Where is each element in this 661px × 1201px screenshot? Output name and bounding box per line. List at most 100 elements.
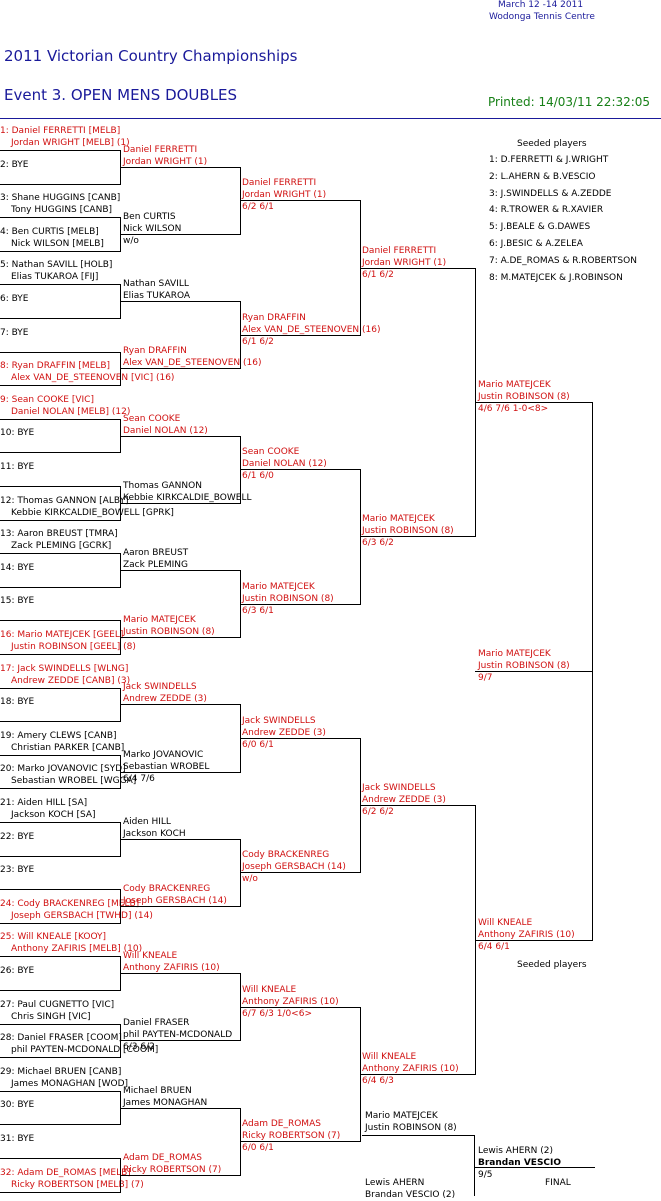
final-winner-line — [362, 1135, 474, 1136]
r1-player-1: 28: Daniel FRASER [COOM] — [0, 1033, 122, 1044]
r1-line — [0, 990, 120, 991]
r1-line — [0, 754, 120, 756]
r2-line — [120, 1174, 240, 1176]
r1-player-1: 5: Nathan SAVILL [HOLB] — [0, 260, 113, 271]
r5-score: 4/6 7/6 1-0<8> — [478, 404, 549, 414]
r4-score: 6/2 6/2 — [362, 807, 394, 818]
r1-player-2: Tony HUGGINS [CANB] — [11, 205, 112, 216]
r4-player-2: Anthony ZAFIRIS (10) — [362, 1064, 459, 1074]
r1-line — [0, 586, 120, 588]
r1-player-1: 25: Will KNEALE [KOOY] — [0, 932, 107, 943]
r4-score: 6/4 6/3 — [362, 1076, 394, 1086]
r1-player-1: 3: Shane HUGGINS [CANB] — [0, 193, 121, 204]
final-runner-player-1: Lewis AHERN (2) — [478, 1146, 554, 1156]
r1-player-1: 19: Amery CLEWS [CANB] — [0, 730, 117, 741]
r6-player-2: Justin ROBINSON (8) — [478, 660, 570, 671]
seed-item: 5: J.BEALE & G.DAWES — [489, 222, 591, 233]
r1-player-1: 2: BYE — [0, 159, 29, 170]
r2-player-2: Elias TUKAROA — [123, 291, 191, 302]
r2-player-1: Michael BRUEN — [123, 1085, 192, 1096]
r2-line — [120, 1040, 240, 1042]
r1-player-1: 7: BYE — [0, 327, 29, 338]
r1-player-2: Justin ROBINSON [GEEL] (8) — [11, 642, 136, 652]
r2-line — [120, 771, 240, 773]
r4-line — [360, 1074, 475, 1075]
r4-player-1: Jack SWINDELLS — [362, 783, 436, 794]
r2-player-2: James MONAGHAN — [123, 1097, 208, 1108]
r1-line — [0, 284, 120, 286]
r2-line — [120, 704, 240, 706]
r3-line — [240, 738, 360, 739]
r5-player-1: Will KNEALE — [478, 917, 533, 928]
r2-line — [120, 1107, 240, 1109]
r1-player-1: 10: BYE — [0, 428, 35, 439]
r1-line — [0, 1191, 120, 1193]
r2-line — [120, 637, 240, 639]
r1-player-1: 11: BYE — [0, 462, 35, 472]
r1-player-2: Andrew ZEDDE [CANB] (3) — [11, 675, 131, 686]
r3-score: w/o — [242, 874, 258, 885]
r2-score: 6/3 6/2 — [123, 1042, 155, 1053]
r2-line — [120, 838, 240, 840]
r1-line — [0, 318, 120, 319]
r1-line — [0, 183, 120, 185]
r1-player-1: 18: BYE — [0, 697, 35, 708]
r3-player-1: Mario MATEJCEK — [242, 581, 315, 592]
r1-player-1: 4: Ben CURTIS [MELB] — [0, 226, 99, 237]
r2-line — [120, 570, 240, 571]
r2-player-1: Daniel FRASER — [123, 1018, 190, 1029]
r1-player-1: 32: Adam DE_ROMAS [MELB] — [0, 1167, 131, 1178]
r3-line — [240, 334, 360, 336]
event-dates: March 12 -14 2011 — [498, 0, 584, 10]
r2-line — [120, 166, 240, 168]
r2-player-1: Cody BRACKENREG — [123, 884, 211, 894]
r1-line — [0, 351, 120, 353]
r2-player-2: Alex VAN_DE_STEENOVEN (16) — [123, 358, 262, 369]
r1-line — [0, 1158, 120, 1159]
seeds-heading: Seeded players — [517, 139, 587, 149]
r4-player-2: Justin ROBINSON (8) — [362, 526, 454, 537]
final-winner-player-2: Justin ROBINSON (8) — [365, 1123, 457, 1133]
r1-player-1: 14: BYE — [0, 562, 35, 573]
r4-score: 6/1 6/2 — [362, 269, 394, 280]
r2-player-2: Justin ROBINSON (8) — [123, 627, 215, 638]
r3-player-2: Jordan WRIGHT (1) — [242, 190, 327, 201]
r1-line — [0, 418, 120, 420]
event-venue: Wodonga Tennis Centre — [489, 12, 595, 22]
r1-line — [0, 452, 120, 454]
r3-score: 6/7 6/3 1/0<6> — [242, 1008, 312, 1019]
r1-line — [0, 1023, 120, 1025]
r1-player-1: 30: BYE — [0, 1100, 35, 1111]
r1-player-2: Nick WILSON [MELB] — [11, 238, 104, 249]
r1-line — [0, 1124, 120, 1126]
r2-player-1: Thomas GANNON — [123, 480, 202, 491]
r3-line — [240, 1006, 360, 1008]
r1-player-1: 8: Ryan DRAFFIN [MELB] — [0, 361, 111, 372]
r1-player-1: 6: BYE — [0, 294, 29, 304]
r4-line — [360, 536, 475, 538]
r3-player-2: Daniel NOLAN (12) — [242, 459, 327, 470]
printed-timestamp: Printed: 14/03/11 22:32:05 — [488, 95, 651, 109]
r1-player-1: 29: Michael BRUEN [CANB] — [0, 1066, 122, 1077]
r3-player-1: Adam DE_ROMAS — [242, 1119, 321, 1130]
r2-player-2: Zack PLEMING — [123, 560, 188, 570]
page-title: 2011 Victorian Country Championships — [4, 47, 298, 65]
final-runner-player-2: Brandan VESCIO — [478, 1158, 562, 1168]
r4-player-1: Daniel FERRETTI — [362, 245, 437, 256]
r2-player-2: Daniel NOLAN (12) — [123, 425, 208, 436]
r2-line — [120, 502, 240, 504]
r1-player-1: 23: BYE — [0, 865, 35, 876]
r1-player-2: phil PAYTEN-MCDONALD [COOM] — [11, 1045, 159, 1056]
r5-score: 6/4 6/1 — [478, 941, 510, 952]
r2-player-2: phil PAYTEN-MCDONALD — [123, 1030, 233, 1041]
r1-player-1: 26: BYE — [0, 966, 35, 976]
r3-player-2: Ricky ROBERTSON (7) — [242, 1131, 341, 1142]
r2-player-1: Adam DE_ROMAS — [123, 1152, 202, 1163]
r5-player-2: Justin ROBINSON (8) — [478, 392, 570, 402]
final-winner-player-1: Mario MATEJCEK — [365, 1111, 438, 1121]
r1-player-1: 31: BYE — [0, 1134, 35, 1144]
r1-player-2: Jordan WRIGHT [MELB] (1) — [11, 138, 130, 148]
r2-player-1: Marko JOVANOVIC — [123, 749, 204, 760]
r1-line — [0, 150, 120, 151]
r2-player-2: Joseph GERSBACH (14) — [123, 896, 227, 906]
